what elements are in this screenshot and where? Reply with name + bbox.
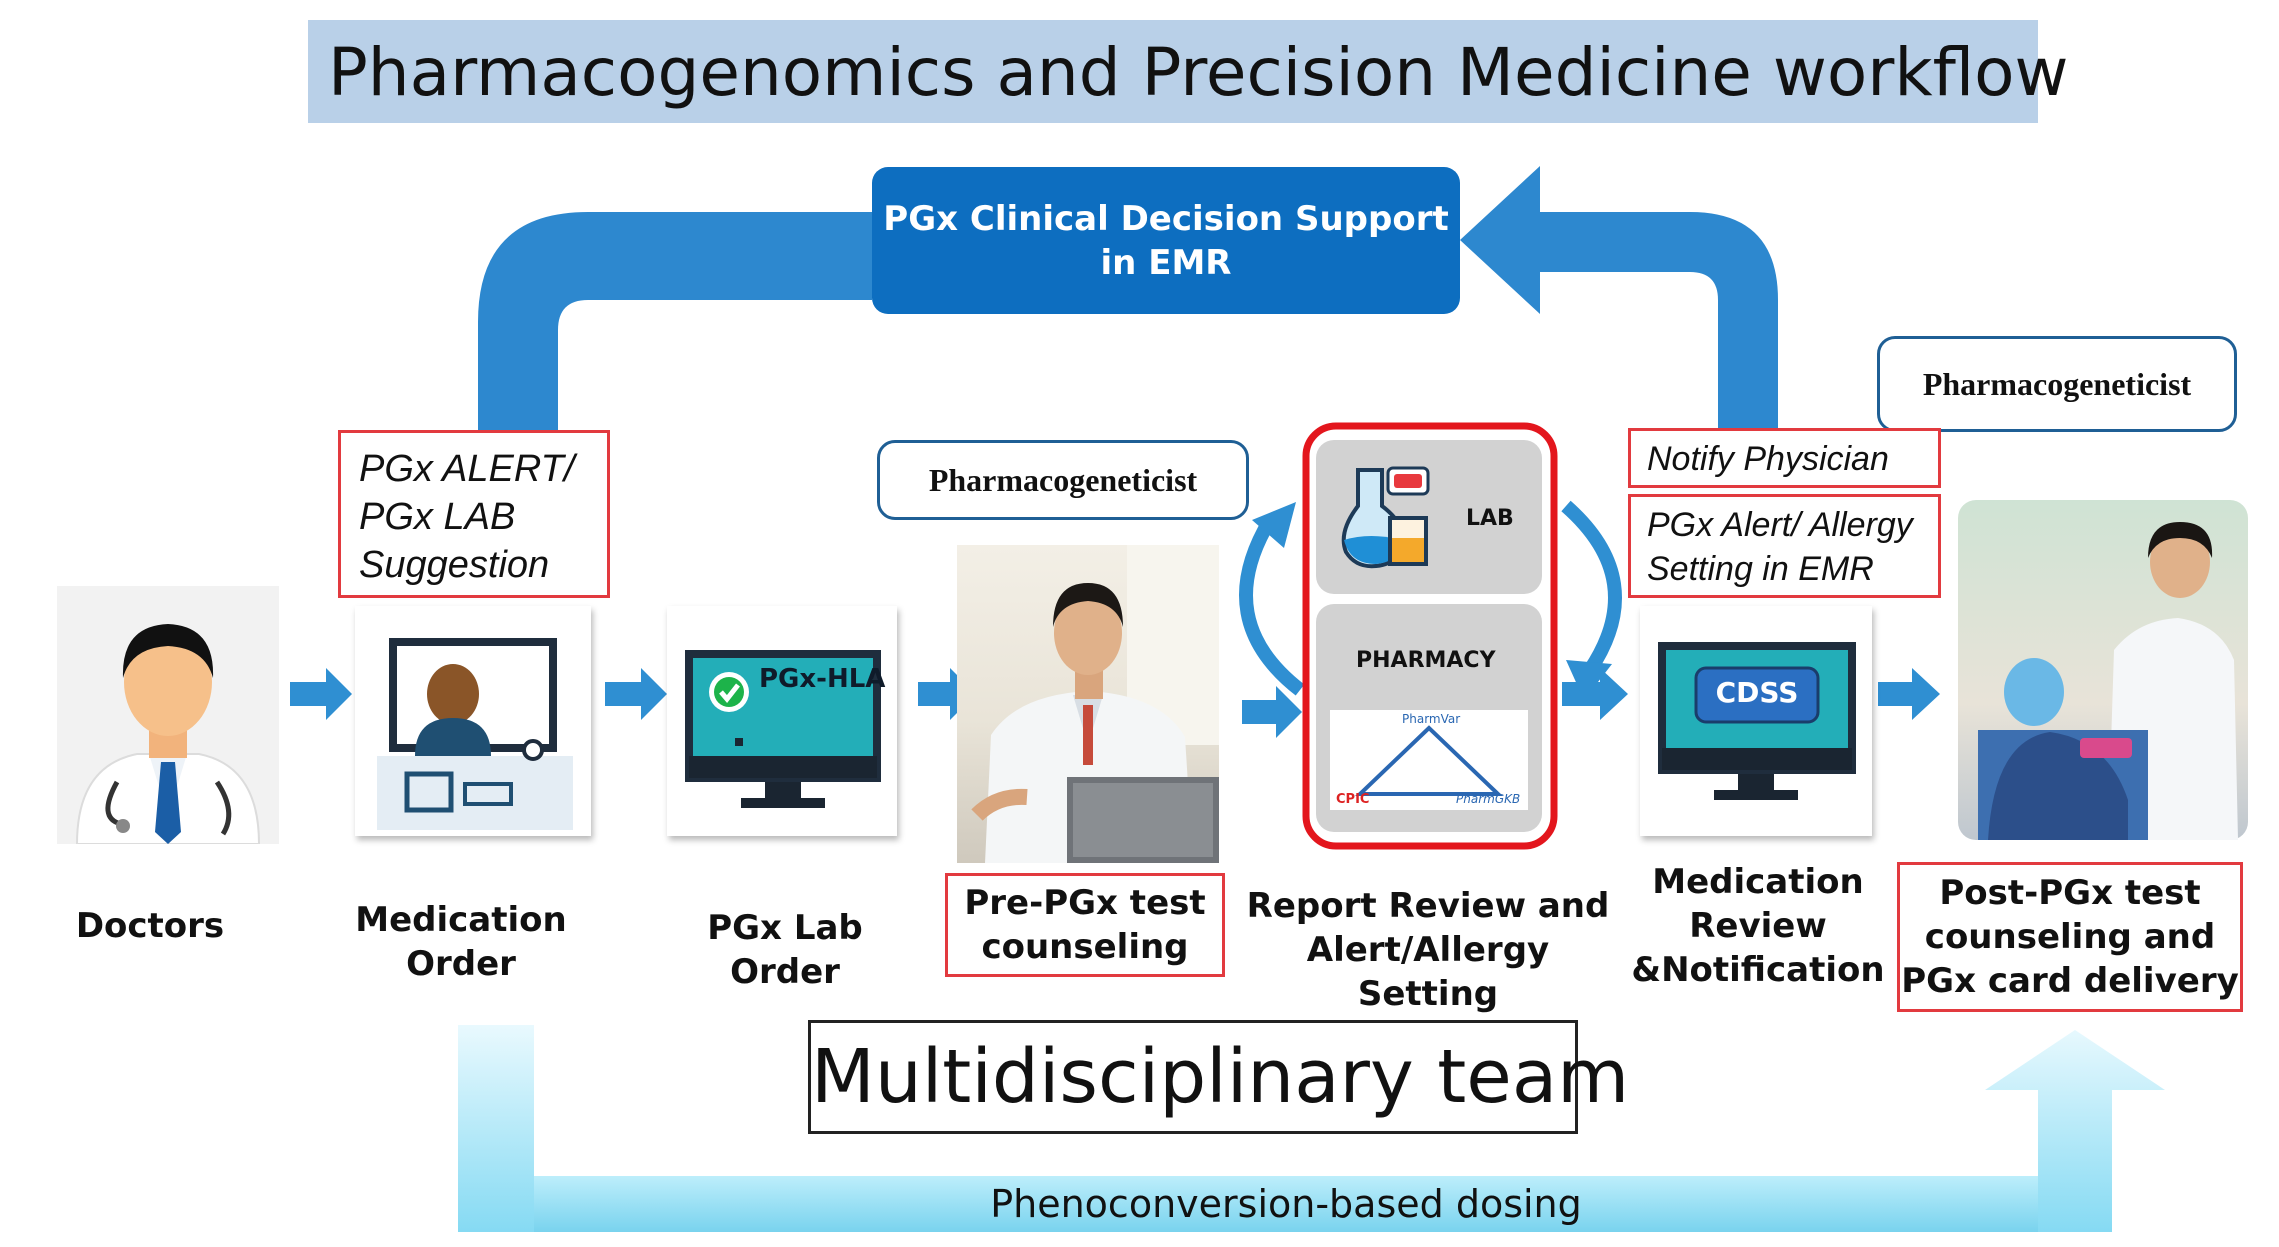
cds-line-2: in EMR	[1100, 242, 1232, 283]
report-review-line-2: Alert/Allergy Setting	[1306, 930, 1550, 1014]
post-pgx-line-1: Post-PGx test	[1939, 873, 2201, 913]
computer-user-icon	[377, 638, 573, 830]
pharmacist-photo-icon	[971, 545, 1219, 863]
pgx-lab-order-card: PGx-HLA	[667, 606, 897, 836]
pgx-alert-callout: PGx ALERT/ PGx LAB Suggestion	[338, 430, 610, 598]
stage-post-pgx-box: Post-PGx test counseling and PGx card de…	[1897, 862, 2243, 1012]
cycle-arrow-right	[1561, 500, 1622, 674]
pharmacogeneticist-label-post: Pharmacogeneticist	[1877, 336, 2237, 432]
medication-order-card	[355, 606, 591, 836]
multidisciplinary-team-box: Multidisciplinary team	[808, 1020, 1629, 1134]
patient-pharmacist-icon	[1978, 522, 2238, 840]
stage-medication-order: Medication Order	[355, 900, 567, 984]
doctor-icon	[75, 624, 261, 845]
pharmacogeneticist-text-a: Pharmacogeneticist	[928, 461, 1198, 498]
pgx-alert-line-3: Suggestion	[359, 544, 550, 586]
report-review-line-1: Report Review and	[1246, 886, 1610, 926]
guideline-logos: PharmVar CPIC PharmGKB	[1330, 710, 1528, 810]
pharmacogeneticist-label-pre: Pharmacogeneticist	[877, 440, 1249, 520]
pharmacy-panel: PHARMACY PharmVar CPIC PharmGKB	[1316, 604, 1542, 832]
cds-line-1: PGx Clinical Decision Support	[883, 198, 1449, 239]
cdss-card: CDSS	[1640, 606, 1872, 836]
alert-setting-line-2: Setting in EMR	[1647, 550, 1874, 588]
phenoconversion-label: Phenoconversion-based dosing	[990, 1182, 1582, 1226]
pharmacogeneticist-text-b: Pharmacogeneticist	[1922, 365, 2192, 402]
pharmgkb-logo: PharmGKB	[1456, 792, 1521, 806]
cds-loop-arrow	[1460, 166, 1778, 432]
med-review-line-1: Medication	[1652, 862, 1864, 902]
notify-physician-text: Notify Physician	[1647, 440, 1889, 478]
title-bar	[308, 20, 2038, 123]
cdss-text: CDSS	[1715, 676, 1799, 709]
guideline-triangle-icon	[1355, 725, 1503, 796]
lab-label: LAB	[1466, 506, 1514, 531]
stage-medication-review: Medication Review &Notification	[1620, 860, 1896, 992]
post-pgx-delivery-photo	[1958, 500, 2248, 840]
lab-flask-icon	[1341, 466, 1430, 569]
med-review-line-3: &Notification	[1631, 950, 1885, 990]
cpic-logo: CPIC	[1336, 792, 1370, 807]
page-title: Pharmacogenomics and Precision Medicine …	[328, 34, 2069, 111]
stage-pgx-lab-order: PGx Lab Order	[707, 908, 863, 992]
pre-pgx-line-1: Pre-PGx test	[964, 883, 1206, 923]
pgx-alert-line-1: PGx ALERT/	[359, 448, 575, 490]
stage-doctors: Doctors	[75, 906, 225, 946]
alert-setting-line-1: PGx Alert/ Allergy	[1647, 506, 1913, 544]
med-review-line-2: Review	[1689, 906, 1827, 946]
pgx-alert-line-2: PGx LAB	[359, 496, 516, 538]
cycle-arrow-left	[1239, 516, 1305, 696]
monitor-icon	[685, 650, 881, 808]
pre-pgx-line-2: counseling	[981, 927, 1189, 967]
post-pgx-line-3: PGx card delivery	[1901, 961, 2239, 1001]
pgx-hla-text: PGx-HLA	[759, 664, 886, 694]
cds-loop-arrow-left	[478, 212, 872, 432]
post-pgx-line-2: counseling and	[1924, 917, 2216, 957]
alert-setting-callout: PGx Alert/ Allergy Setting in EMR	[1628, 494, 1941, 598]
stage-pre-pgx-box: Pre-PGx test counseling	[945, 873, 1225, 977]
pharmacy-label: PHARMACY	[1356, 648, 1496, 673]
notify-physician-callout: Notify Physician	[1628, 428, 1941, 488]
pharmvar-logo: PharmVar	[1402, 712, 1461, 726]
cdss-monitor-icon	[1658, 642, 1856, 800]
doctor-illustration	[57, 586, 279, 845]
pre-pgx-counseling-photo	[957, 545, 1219, 863]
clinical-decision-support-box: PGx Clinical Decision Support in EMR	[872, 167, 1460, 314]
lab-panel: LAB	[1316, 440, 1542, 594]
stage-report-review: Report Review and Alert/Allergy Setting	[1238, 884, 1618, 1016]
report-review-frame	[1302, 422, 1558, 850]
